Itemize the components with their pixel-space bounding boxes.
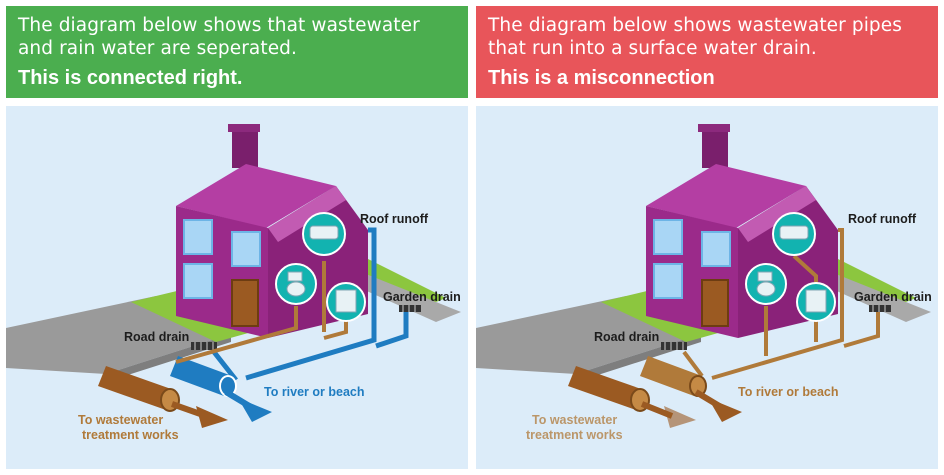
bath-appliance xyxy=(302,212,346,256)
washing-machine-appliance xyxy=(326,282,366,322)
garden-path xyxy=(821,274,931,322)
road-drain-label: Road drain xyxy=(594,330,659,344)
washing-machine-appliance xyxy=(796,282,836,322)
surface-water-main xyxy=(170,356,232,396)
wastewater-main xyxy=(98,366,174,410)
road-drain-grate xyxy=(191,342,217,350)
road-drain-grate xyxy=(661,342,687,350)
garden-drain-label: Garden drain xyxy=(854,290,932,304)
toilet-appliance xyxy=(745,263,787,305)
garden-drain-grate xyxy=(869,305,891,312)
caption-line-2: and rain water are seperated. xyxy=(18,38,298,59)
river-label: To river or beach xyxy=(264,385,365,399)
wastewater-label-line-2: treatment works xyxy=(82,428,179,442)
garden-drain-grate xyxy=(399,305,421,312)
wastewater-label-line-1: To wastewater xyxy=(78,413,163,427)
correct-connection-banner: The diagram below shows that wastewater … xyxy=(6,6,468,98)
misconnection-diagram: Roof runoff Garden drain Road drain To r… xyxy=(476,106,938,469)
roof-runoff-label: Roof runoff xyxy=(360,212,429,226)
house-drainage-illustration: Roof runoff Garden drain Road drain To r… xyxy=(476,124,932,442)
road-drain-label: Road drain xyxy=(124,330,189,344)
wastewater-label-line-2: treatment works xyxy=(526,428,623,442)
wastewater-arrow xyxy=(196,406,228,428)
river-arrow xyxy=(708,398,742,422)
house-drainage-illustration: Roof runoff Garden drain Road drain To r… xyxy=(6,124,461,442)
wastewater-arrow xyxy=(664,406,696,428)
bath-appliance xyxy=(772,212,816,256)
caption-line-1: The diagram below shows wastewater pipes xyxy=(488,15,902,36)
toilet-appliance xyxy=(275,263,317,305)
caption-line-2: that run into a surface water drain. xyxy=(488,38,817,59)
roof-runoff-label: Roof runoff xyxy=(848,212,917,226)
river-label: To river or beach xyxy=(738,385,839,399)
verdict-heading: This is a misconnection xyxy=(488,67,715,89)
garden-drain-label: Garden drain xyxy=(383,290,461,304)
wastewater-label-line-1: To wastewater xyxy=(532,413,617,427)
garden-path xyxy=(351,274,461,322)
misconnection-banner: The diagram below shows wastewater pipes… xyxy=(476,6,938,98)
correct-connection-diagram: Roof runoff Garden drain Road drain To r… xyxy=(6,106,468,469)
wastewater-main xyxy=(568,366,644,410)
verdict-heading: This is connected right. xyxy=(18,67,243,89)
surface-water-main xyxy=(640,356,702,396)
caption-line-1: The diagram below shows that wastewater xyxy=(18,15,420,36)
surface-water-pipes xyxy=(212,227,409,382)
